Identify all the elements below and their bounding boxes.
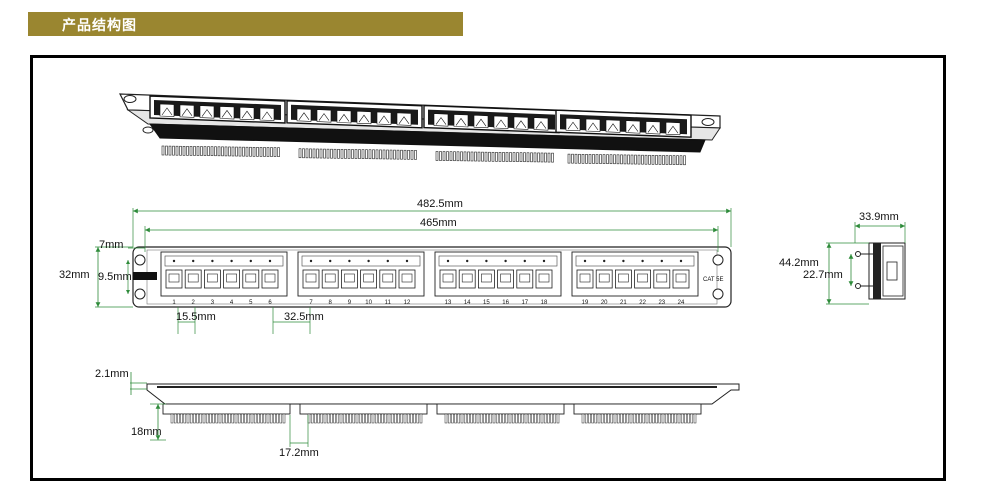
section-title: 产品结构图 bbox=[62, 17, 137, 33]
rj45-port bbox=[653, 259, 671, 289]
rj45-port bbox=[360, 259, 378, 289]
label-block bbox=[133, 272, 157, 280]
bottom-module bbox=[573, 403, 702, 415]
rj45-port bbox=[439, 259, 457, 289]
rj45-port bbox=[223, 259, 241, 289]
dim-module-gap: 17.2mm bbox=[279, 447, 319, 459]
dim-side-height: 44.2mm bbox=[779, 257, 819, 269]
rj45-port bbox=[242, 259, 260, 289]
port-number: 15 bbox=[483, 300, 490, 306]
rj45-port bbox=[379, 259, 397, 289]
port-number: 8 bbox=[329, 300, 333, 306]
rj45-port bbox=[535, 259, 553, 289]
side-view: 33.9mm 44.2mm 22.7mm bbox=[779, 211, 906, 305]
dim-side-inner-height: 22.7mm bbox=[803, 269, 843, 281]
rj45-port bbox=[165, 259, 183, 289]
dim-side-depth: 33.9mm bbox=[859, 211, 899, 223]
dim-hole-offset: 7mm bbox=[99, 239, 123, 251]
front-module bbox=[297, 251, 425, 297]
port-number: 24 bbox=[678, 300, 685, 306]
perspective-module bbox=[423, 104, 560, 134]
port-number: 3 bbox=[211, 300, 215, 306]
port-number: 22 bbox=[639, 300, 646, 306]
port-number: 5 bbox=[249, 300, 253, 306]
port-number: 10 bbox=[365, 300, 372, 306]
diagram-frame bbox=[30, 55, 946, 481]
port-number: 1 bbox=[172, 300, 176, 306]
perspective-module bbox=[555, 109, 692, 138]
bottom-view: 2.1mm 18mm 17.2mm bbox=[95, 368, 740, 459]
dim-height: 32mm bbox=[59, 269, 90, 281]
port-number: 16 bbox=[502, 300, 509, 306]
rj45-port bbox=[398, 259, 416, 289]
bottom-module bbox=[436, 403, 565, 415]
rj45-port bbox=[497, 259, 515, 289]
cat-label: CAT 5E bbox=[703, 277, 723, 283]
dim-hole-slot: 9.5mm bbox=[98, 271, 132, 283]
perspective-view bbox=[119, 93, 721, 166]
rj45-port bbox=[576, 259, 594, 289]
rj45-port bbox=[184, 259, 202, 289]
rj45-port bbox=[615, 259, 632, 289]
port-number: 11 bbox=[385, 300, 392, 306]
port-number: 17 bbox=[521, 300, 528, 306]
rj45-port bbox=[340, 259, 358, 289]
dim-module-pitch: 32.5mm bbox=[284, 311, 324, 323]
port-number: 4 bbox=[230, 300, 234, 306]
port-number: 23 bbox=[658, 300, 665, 306]
perspective-module bbox=[149, 95, 286, 124]
perspective-module bbox=[286, 100, 423, 129]
bottom-module bbox=[162, 403, 291, 415]
rj45-port bbox=[302, 259, 320, 289]
rj45-port bbox=[672, 259, 690, 289]
front-module bbox=[571, 251, 699, 297]
front-module bbox=[160, 251, 288, 297]
port-number: 2 bbox=[192, 300, 196, 306]
front-module bbox=[434, 251, 562, 297]
port-number: 13 bbox=[445, 300, 452, 306]
port-number: 7 bbox=[309, 300, 313, 306]
bottom-module bbox=[299, 403, 428, 415]
port-number: 19 bbox=[582, 300, 589, 306]
port-number: 9 bbox=[348, 300, 352, 306]
port-number: 14 bbox=[464, 300, 471, 306]
dim-bottom-depth: 18mm bbox=[131, 426, 162, 438]
port-number: 18 bbox=[541, 300, 548, 306]
rj45-port bbox=[458, 259, 476, 289]
rj45-port bbox=[516, 259, 534, 289]
dim-port-pitch: 15.5mm bbox=[176, 311, 216, 323]
header-bar bbox=[28, 12, 463, 36]
rj45-port bbox=[477, 259, 495, 289]
port-number: 12 bbox=[404, 300, 411, 306]
port-number: 21 bbox=[620, 300, 627, 306]
dim-plate-thickness: 2.1mm bbox=[95, 368, 129, 380]
rj45-port bbox=[595, 259, 613, 289]
dim-inner-width: 465mm bbox=[420, 217, 457, 229]
port-number: 6 bbox=[268, 300, 272, 306]
rj45-port bbox=[321, 259, 339, 289]
port-number: 20 bbox=[601, 300, 608, 306]
rj45-port bbox=[634, 259, 651, 289]
dim-overall-width: 482.5mm bbox=[417, 198, 463, 210]
rj45-port bbox=[261, 259, 279, 289]
rj45-port bbox=[203, 259, 221, 289]
